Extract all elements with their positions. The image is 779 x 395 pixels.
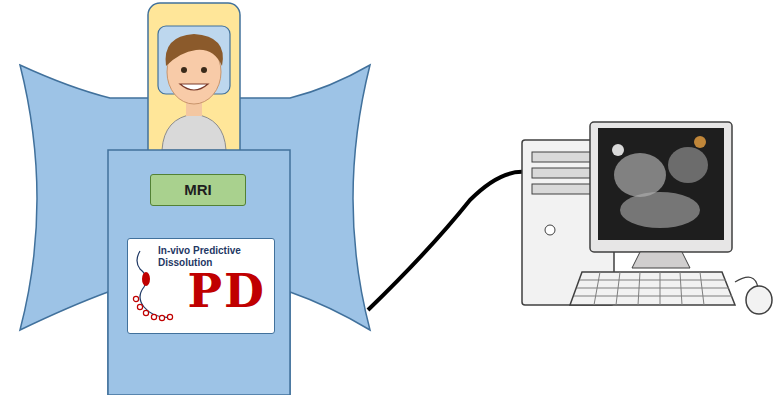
monitor-screen — [598, 128, 724, 240]
capsule-dot — [159, 315, 164, 320]
capsule-dot — [143, 310, 148, 315]
patient-shirt — [162, 114, 226, 150]
logo-box: In-vivo Predictive DissolutionPD — [127, 238, 275, 334]
logo-letters: PD — [136, 268, 266, 314]
patient-bed — [148, 3, 240, 163]
patient-smile — [180, 84, 208, 90]
logo-title: In-vivo Predictive Dissolution — [158, 245, 258, 268]
mri-image — [612, 144, 624, 156]
monitor — [590, 122, 732, 252]
mouse — [746, 286, 772, 314]
cable — [368, 172, 525, 310]
patient-eye — [181, 67, 187, 73]
mri-image — [614, 153, 666, 197]
mri-scanner — [20, 65, 370, 395]
keyboard-keys — [574, 272, 732, 305]
capsule-dot — [137, 304, 142, 309]
mri-image — [694, 136, 706, 148]
patient-hair — [166, 34, 223, 66]
capsule-dot — [151, 314, 156, 319]
capsule-dot — [167, 314, 172, 319]
capsule-dot — [133, 296, 138, 301]
mri-image — [668, 147, 708, 183]
patient-eye — [201, 67, 207, 73]
mri-image — [620, 192, 700, 228]
node-label: MRI — [184, 181, 212, 198]
power-button — [545, 225, 555, 235]
monitor-stand — [632, 252, 690, 268]
stomach — [142, 272, 150, 286]
scanner-body — [108, 150, 290, 395]
label-box: MRI — [150, 174, 246, 206]
keyboard — [570, 272, 735, 305]
